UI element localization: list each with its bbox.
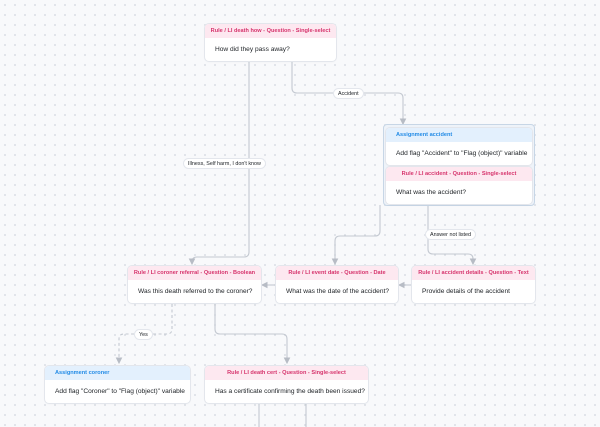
node-action: Add flag "Coroner" to "Flag (object)" va… [55, 388, 185, 395]
node-accident-details[interactable]: Rule / LI accident details - Question - … [412, 266, 535, 303]
node-header: Rule / LI death how - Question - Single-… [205, 24, 336, 38]
edge-accident-event-date [331, 205, 381, 266]
edge-coroner-to-cert [214, 304, 291, 365]
node-question: How did they pass away? [215, 46, 290, 53]
edge-answer-not-listed [427, 205, 477, 266]
node-question: What was the accident? [396, 189, 467, 196]
node-event-date[interactable]: Rule / LI event date - Question - Date W… [276, 266, 398, 303]
edge-label-answer-not-listed[interactable]: Answer not listed [425, 229, 477, 240]
edge-label-accident[interactable]: Accident [333, 88, 364, 99]
node-assignment-accident[interactable]: Assignment accident Add flag "Accident" … [386, 128, 532, 165]
node-header: Rule / LI event date - Question - Date [276, 266, 398, 280]
node-action: Add flag "Accident" to "Flag (object)" v… [396, 150, 528, 157]
node-question: What was the date of the accident? [286, 288, 389, 295]
edge-illness [188, 60, 250, 266]
node-header: Assignment accident [386, 128, 532, 142]
edge-label-illness[interactable]: Illness, Self harm, I don't know [183, 158, 266, 169]
node-question: Was this death referred to the coroner? [138, 288, 253, 295]
node-header: Rule / LI coroner referral - Question - … [128, 266, 261, 280]
node-death-cert[interactable]: Rule / LI death cert - Question - Single… [205, 366, 368, 403]
node-death-how[interactable]: Rule / LI death how - Question - Single-… [205, 24, 336, 61]
node-assignment-coroner[interactable]: Assignment coroner Add flag "Coroner" to… [45, 366, 190, 403]
edge-label-yes[interactable]: Yes [134, 329, 153, 340]
node-header: Rule / LI accident - Question - Single-s… [386, 167, 532, 181]
node-header: Rule / LI accident details - Question - … [412, 266, 535, 280]
node-accident[interactable]: Rule / LI accident - Question - Single-s… [386, 167, 532, 204]
node-question: Provide details of the accident [422, 288, 510, 295]
node-header: Rule / LI death cert - Question - Single… [205, 366, 368, 380]
node-question: Has a certificate confirming the death b… [215, 388, 365, 395]
node-header: Assignment coroner [45, 366, 190, 380]
node-coroner-referral[interactable]: Rule / LI coroner referral - Question - … [128, 266, 261, 303]
